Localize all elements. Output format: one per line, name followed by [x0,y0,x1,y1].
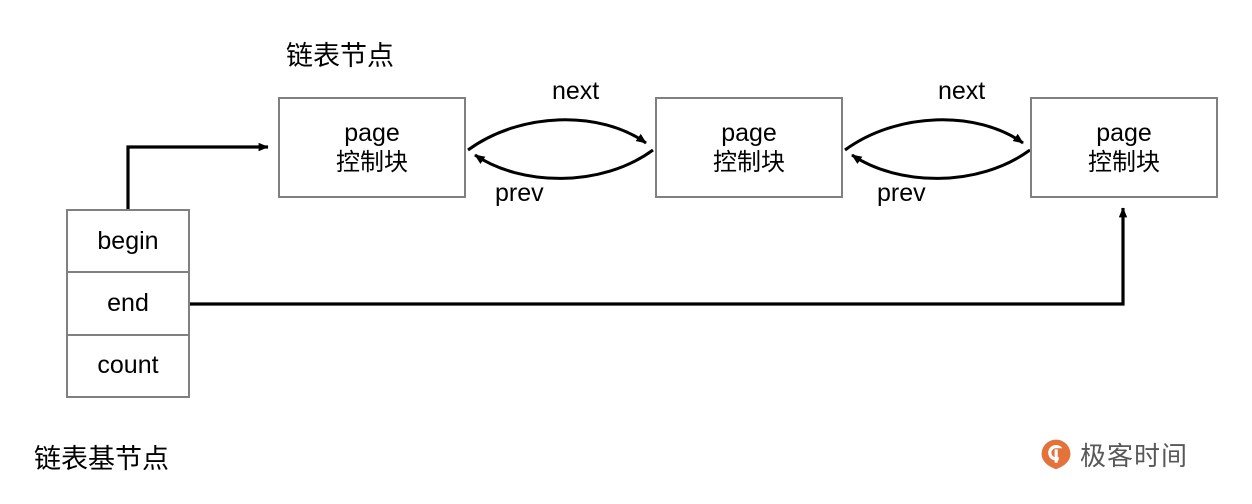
base-node-field-count: count [68,333,188,396]
list-node-2-line2: 控制块 [713,149,785,177]
connector-prev-2 [851,148,1031,180]
list-node-3-line1: page [1096,118,1152,147]
connector-next-1 [467,118,647,152]
list-node-1: page 控制块 [278,97,466,198]
list-node-1-line2: 控制块 [336,149,408,177]
connector-begin-to-node1 [126,142,269,209]
linked-list-base-node-title: 链表基节点 [34,444,169,474]
edge-label-prev-2: prev [877,179,926,207]
connector-prev-1 [474,148,654,180]
edge-label-next-2: next [938,77,986,105]
watermark-text: 极客时间 [1080,440,1189,471]
base-node-field-end: end [68,271,188,333]
edge-label-prev-1: prev [495,179,544,207]
list-node-2: page 控制块 [655,97,843,198]
edge-label-next-1: next [552,77,600,105]
list-node-3-line2: 控制块 [1088,149,1160,177]
list-base-node: begin end count [66,209,190,398]
watermark: 极客时间 [1040,432,1188,476]
linked-list-node-title: 链表节点 [286,41,394,71]
geektime-logo-icon [1041,439,1071,470]
base-node-field-begin: begin [97,226,159,255]
list-node-1-line1: page [344,118,400,147]
connector-next-2 [844,118,1024,152]
list-node-2-line1: page [721,118,777,147]
list-node-3: page 控制块 [1030,97,1218,198]
connector-end-to-node3 [190,207,1128,306]
